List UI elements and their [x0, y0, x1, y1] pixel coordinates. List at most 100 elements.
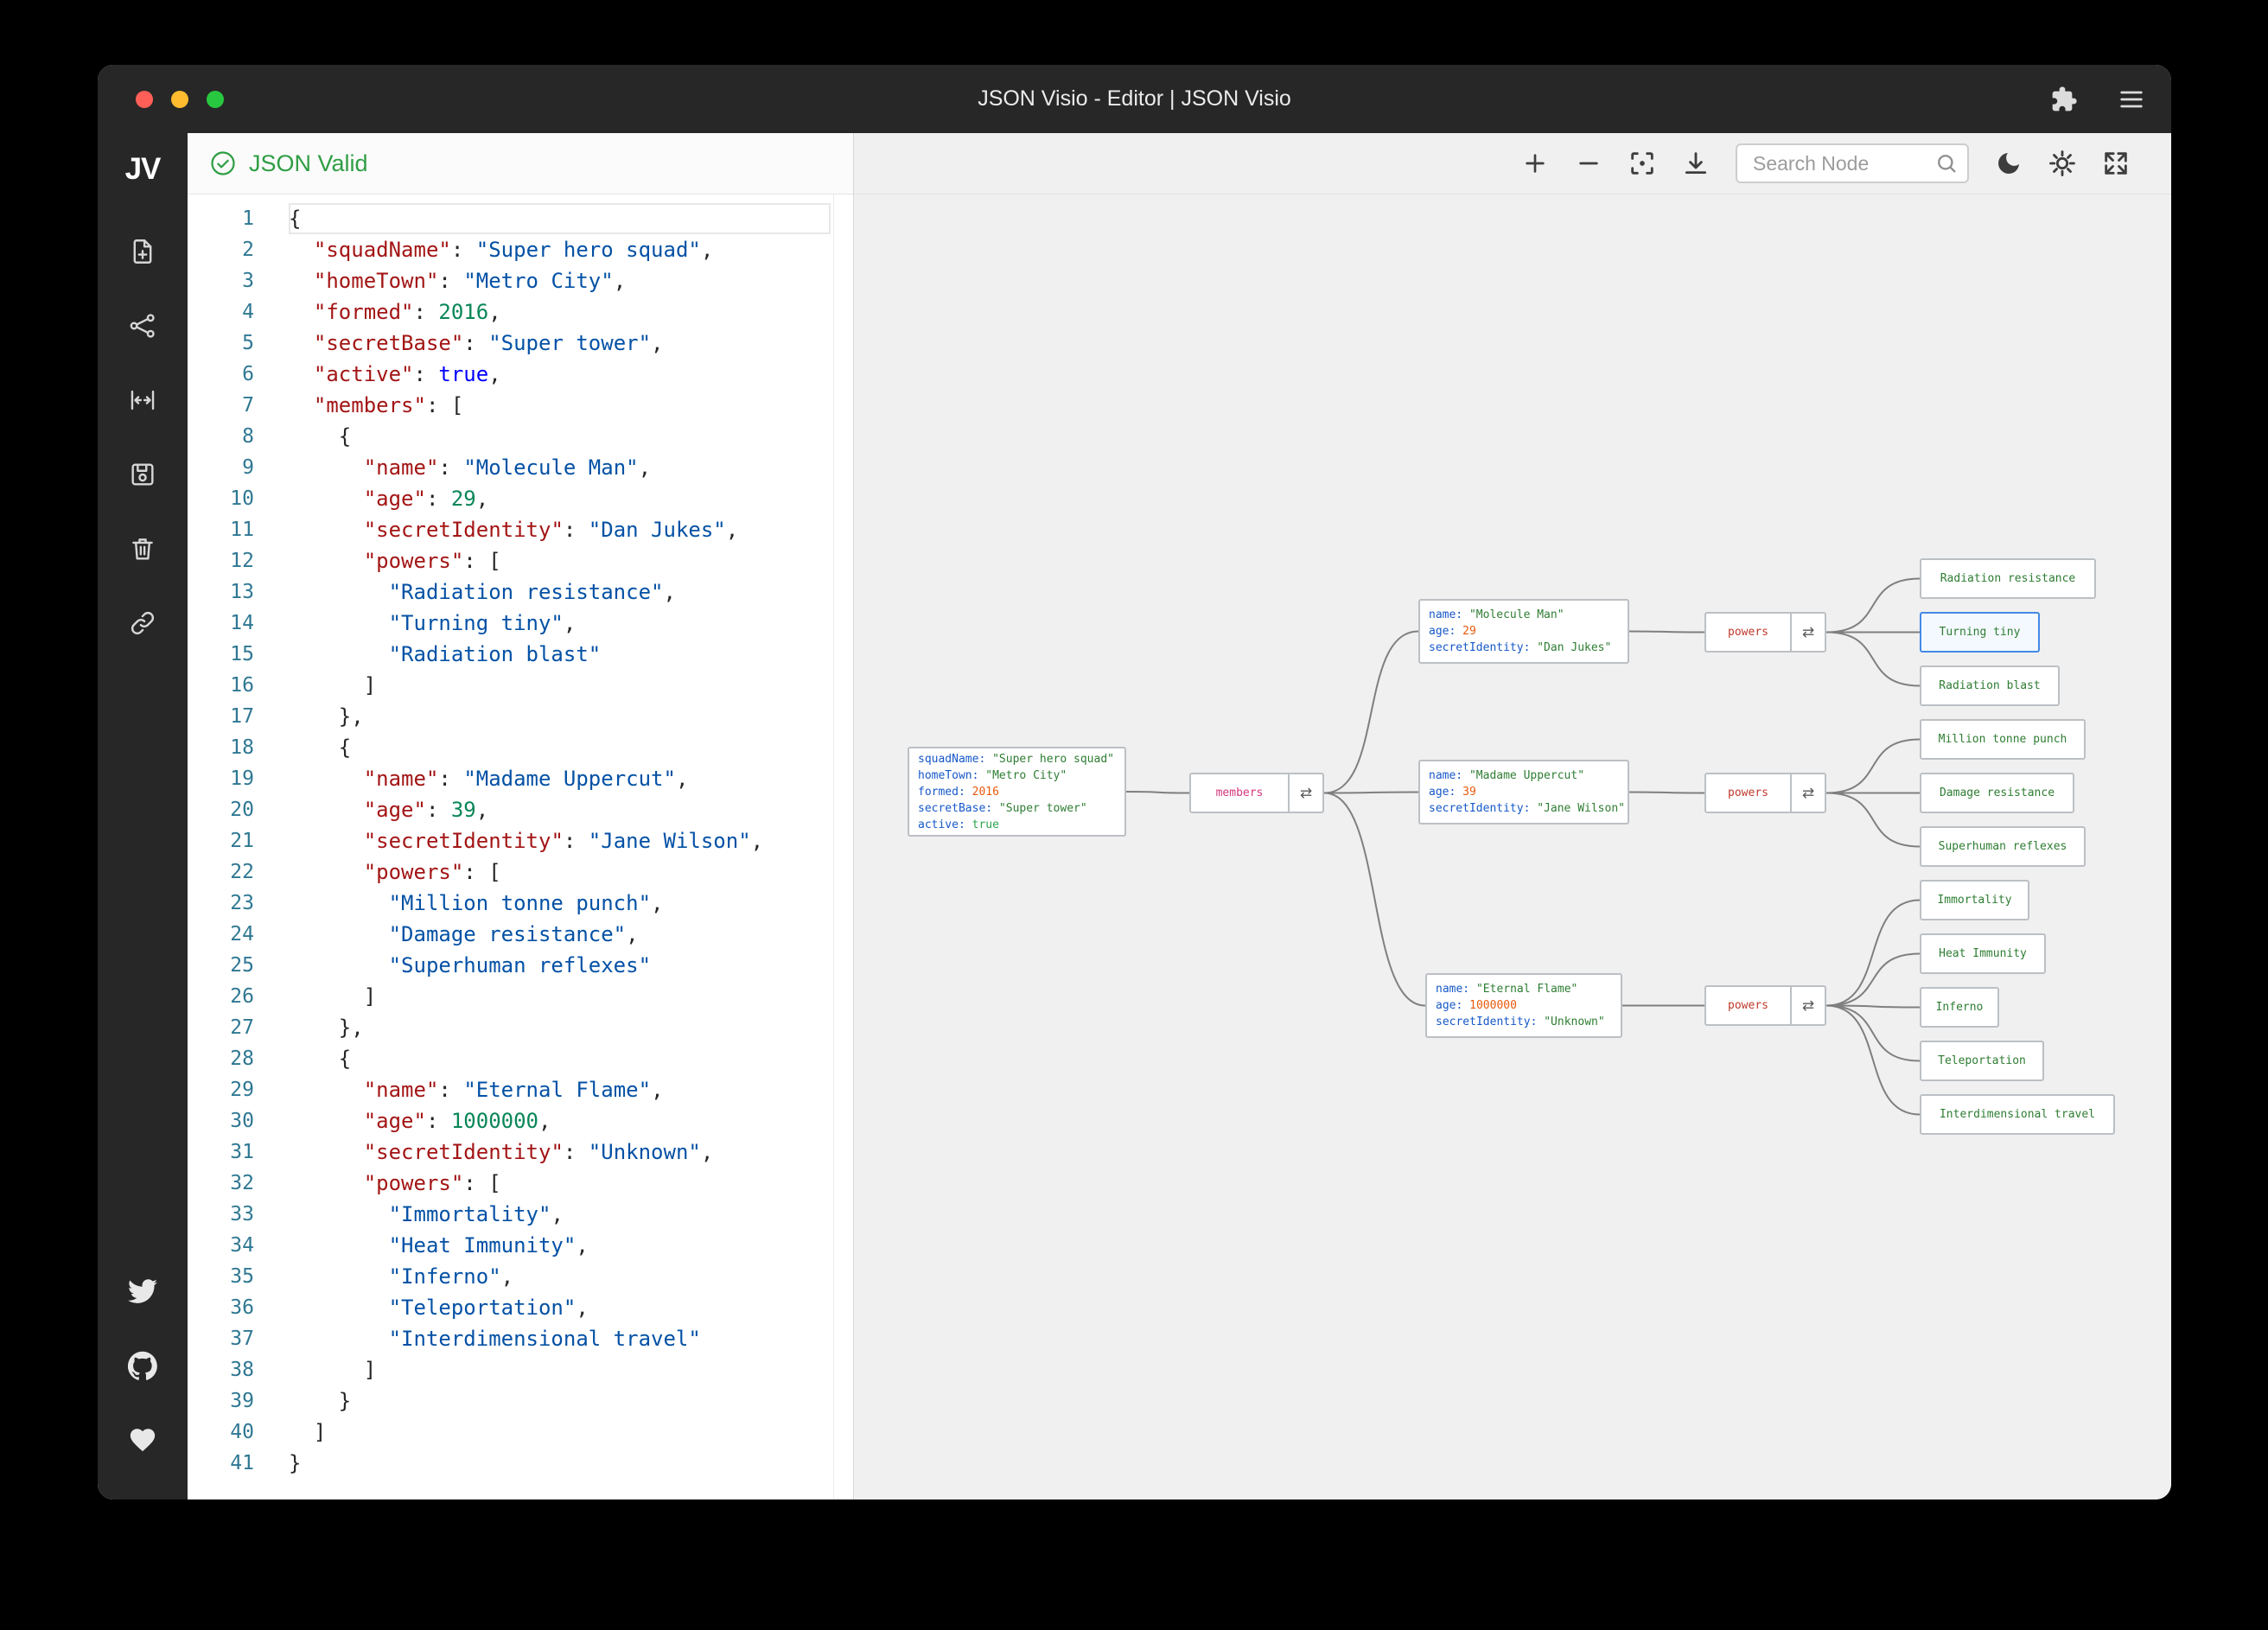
code-line-content[interactable]: ] — [289, 1358, 377, 1382]
code-line-content[interactable]: "powers": [ — [363, 1171, 501, 1195]
code-line-content[interactable]: "active": true, — [313, 362, 501, 386]
code-line-content[interactable]: "powers": [ — [363, 860, 501, 884]
code-line[interactable]: 34 "Heat Immunity", — [188, 1230, 853, 1261]
code-line-content[interactable]: "age": 29, — [363, 487, 489, 511]
code-line[interactable]: 18 { — [188, 732, 853, 763]
code-line-content[interactable]: "Inferno", — [388, 1264, 514, 1289]
code-line-content[interactable]: "homeTown": "Metro City", — [313, 269, 627, 293]
new-document-button[interactable] — [124, 232, 162, 271]
code-line[interactable]: 24 "Damage resistance", — [188, 919, 853, 950]
code-line[interactable]: 17 }, — [188, 701, 853, 732]
code-editor[interactable]: 1{2 "squadName": "Super hero squad",3 "h… — [188, 194, 853, 1499]
share-link-button[interactable] — [124, 604, 162, 642]
app-logo[interactable]: JV — [124, 152, 162, 186]
graph-node-l1[interactable]: Radiation resistance — [1920, 558, 2096, 599]
zoom-in-button[interactable] — [1518, 146, 1552, 181]
code-line[interactable]: 23 "Million tonne punch", — [188, 888, 853, 919]
code-line-content[interactable]: "Radiation blast" — [388, 642, 602, 666]
graph-node-l2[interactable]: Turning tiny — [1920, 612, 2040, 653]
code-line-content[interactable]: "secretIdentity": "Dan Jukes", — [363, 518, 739, 542]
center-focus-button[interactable] — [1625, 146, 1660, 181]
code-line-content[interactable]: { — [289, 203, 831, 234]
collapse-children-button[interactable]: ⇄ — [1288, 774, 1322, 812]
close-button[interactable] — [136, 90, 153, 108]
zoom-button[interactable] — [207, 90, 224, 108]
code-line[interactable]: 25 "Superhuman reflexes" — [188, 950, 853, 981]
code-line-content[interactable]: } — [289, 1451, 302, 1475]
code-line[interactable]: 5 "secretBase": "Super tower", — [188, 328, 853, 359]
code-line-content[interactable]: }, — [289, 1016, 364, 1040]
code-line[interactable]: 35 "Inferno", — [188, 1261, 853, 1292]
zoom-out-button[interactable] — [1571, 146, 1606, 181]
code-line[interactable]: 21 "secretIdentity": "Jane Wilson", — [188, 825, 853, 856]
twitter-button[interactable] — [124, 1272, 162, 1310]
collapse-children-button[interactable]: ⇄ — [1790, 987, 1825, 1024]
code-line-content[interactable]: "squadName": "Super hero squad", — [313, 238, 714, 262]
code-line[interactable]: 12 "powers": [ — [188, 545, 853, 576]
code-line[interactable]: 3 "homeTown": "Metro City", — [188, 265, 853, 296]
code-line[interactable]: 2 "squadName": "Super hero squad", — [188, 234, 853, 265]
code-line[interactable]: 1{ — [188, 203, 853, 234]
code-line-content[interactable]: "name": "Eternal Flame", — [363, 1078, 664, 1102]
code-line-content[interactable]: "name": "Madame Uppercut", — [363, 767, 689, 791]
graph-node-l6[interactable]: Superhuman reflexes — [1920, 826, 2086, 867]
download-image-button[interactable] — [1679, 146, 1713, 181]
search-icon[interactable] — [1934, 151, 1959, 175]
code-line-content[interactable]: "powers": [ — [363, 549, 501, 573]
code-line-content[interactable]: "Damage resistance", — [388, 922, 639, 946]
code-line[interactable]: 6 "active": true, — [188, 359, 853, 390]
graph-node-l7[interactable]: Immortality — [1920, 880, 2029, 920]
save-button[interactable] — [124, 455, 162, 493]
code-line[interactable]: 16 ] — [188, 670, 853, 701]
extensions-icon[interactable] — [2050, 86, 2078, 113]
code-line[interactable]: 40 ] — [188, 1417, 853, 1448]
graph-node-l11[interactable]: Interdimensional travel — [1920, 1094, 2115, 1135]
code-line-content[interactable]: } — [289, 1389, 352, 1413]
graph-node-l8[interactable]: Heat Immunity — [1920, 933, 2046, 974]
code-line[interactable]: 29 "name": "Eternal Flame", — [188, 1074, 853, 1105]
graph-node-l4[interactable]: Million tonne punch — [1920, 719, 2086, 760]
code-line[interactable]: 27 }, — [188, 1012, 853, 1043]
code-line-content[interactable]: { — [289, 424, 352, 449]
menu-icon[interactable] — [2118, 86, 2145, 113]
dark-mode-button[interactable] — [1991, 146, 2026, 181]
graph-node-l9[interactable]: Inferno — [1920, 987, 1999, 1028]
code-line[interactable]: 32 "powers": [ — [188, 1168, 853, 1199]
code-line[interactable]: 7 "members": [ — [188, 390, 853, 421]
code-line-content[interactable]: "Turning tiny", — [388, 611, 577, 635]
graph-node-l10[interactable]: Teleportation — [1920, 1041, 2044, 1081]
code-line-content[interactable]: "Heat Immunity", — [388, 1233, 589, 1258]
code-line[interactable]: 31 "secretIdentity": "Unknown", — [188, 1137, 853, 1168]
code-line-content[interactable]: "members": [ — [313, 393, 464, 417]
code-line[interactable]: 36 "Teleportation", — [188, 1292, 853, 1323]
code-line-content[interactable]: "secretBase": "Super tower", — [313, 331, 664, 355]
code-line[interactable]: 39 } — [188, 1385, 853, 1417]
graph-node-l3[interactable]: Radiation blast — [1920, 665, 2060, 706]
code-line[interactable]: 11 "secretIdentity": "Dan Jukes", — [188, 514, 853, 545]
search-node-input[interactable] — [1751, 150, 1934, 176]
code-line-content[interactable]: "secretIdentity": "Jane Wilson", — [363, 829, 764, 853]
code-line-content[interactable]: ] — [289, 984, 377, 1009]
graph-node-p3[interactable]: powers⇄ — [1704, 985, 1826, 1026]
code-line[interactable]: 13 "Radiation resistance", — [188, 576, 853, 608]
github-button[interactable] — [124, 1347, 162, 1385]
minimize-button[interactable] — [171, 90, 188, 108]
fullscreen-button[interactable] — [2099, 146, 2133, 181]
graph-node-l5[interactable]: Damage resistance — [1920, 773, 2074, 813]
code-line-content[interactable]: "secretIdentity": "Unknown", — [363, 1140, 714, 1164]
code-line-content[interactable]: ] — [289, 673, 377, 697]
code-line-content[interactable]: "Superhuman reflexes" — [388, 953, 652, 977]
graph-node-members[interactable]: members⇄ — [1189, 773, 1324, 813]
code-line[interactable]: 26 ] — [188, 981, 853, 1012]
code-line[interactable]: 14 "Turning tiny", — [188, 608, 853, 639]
code-line-content[interactable]: { — [289, 735, 352, 760]
code-line[interactable]: 33 "Immortality", — [188, 1199, 853, 1230]
code-line-content[interactable]: "formed": 2016, — [313, 300, 501, 324]
code-line[interactable]: 28 { — [188, 1043, 853, 1074]
editor-scrollbar[interactable] — [833, 194, 853, 1499]
fit-width-button[interactable] — [124, 381, 162, 419]
code-line[interactable]: 37 "Interdimensional travel" — [188, 1323, 853, 1354]
